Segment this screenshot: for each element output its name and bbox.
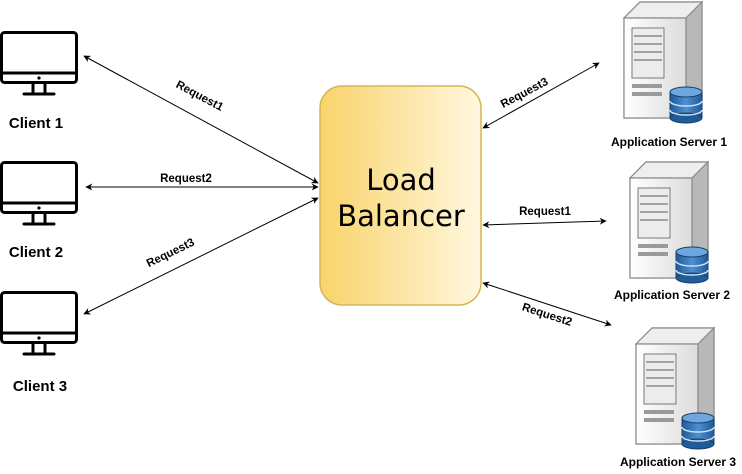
monitor-icon bbox=[0, 161, 78, 226]
edge-client2-lb: Request2 bbox=[85, 173, 319, 191]
server-tower-icon bbox=[635, 327, 715, 450]
edge-lb-server2: Request1 bbox=[482, 206, 607, 229]
edge-arrow bbox=[83, 197, 319, 315]
edge-label: Request1 bbox=[519, 206, 571, 218]
edge-arrow bbox=[482, 217, 607, 229]
server-label: Application Server 1 bbox=[611, 135, 727, 149]
load-balancer-box bbox=[319, 85, 482, 306]
edge-client3-lb: Request3 bbox=[83, 197, 319, 315]
edge-arrow bbox=[83, 55, 319, 184]
load-balancer-node: Load Balancer bbox=[319, 85, 482, 306]
monitor-icon bbox=[0, 31, 78, 96]
edge-lb-server1: Request3 bbox=[482, 62, 600, 129]
client-2: Client 2 bbox=[0, 161, 78, 261]
server-tower-icon bbox=[629, 161, 709, 284]
monitor-icon bbox=[0, 291, 78, 356]
load-balancer-label-line1: Load bbox=[366, 163, 436, 197]
edge-label: Request3 bbox=[499, 76, 550, 111]
edge-label: Request3 bbox=[145, 237, 197, 270]
server-label: Application Server 2 bbox=[614, 288, 730, 302]
client-1: Client 1 bbox=[0, 31, 78, 132]
server-label: Application Server 3 bbox=[620, 455, 736, 469]
server-tower-icon bbox=[623, 1, 703, 124]
client-label: Client 3 bbox=[13, 378, 67, 395]
load-balancer-label-line2: Balancer bbox=[337, 199, 465, 233]
client-label: Client 2 bbox=[9, 244, 63, 261]
edge-lb-server3: Request2 bbox=[482, 281, 612, 329]
client-label: Client 1 bbox=[9, 115, 63, 132]
client-3: Client 3 bbox=[0, 291, 78, 395]
application-server-1: Application Server 1 bbox=[611, 1, 727, 149]
edge-arrow bbox=[482, 281, 612, 327]
edge-label: Request2 bbox=[520, 301, 573, 328]
edge-arrow bbox=[482, 62, 600, 129]
application-server-2: Application Server 2 bbox=[614, 161, 730, 302]
application-server-3: Application Server 3 bbox=[620, 327, 736, 469]
edge-client1-lb: Request1 bbox=[83, 55, 319, 184]
edge-label: Request2 bbox=[160, 173, 212, 185]
